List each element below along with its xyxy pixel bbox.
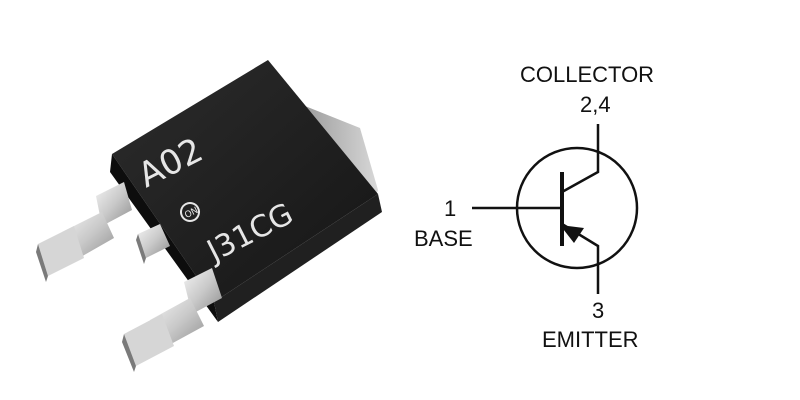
emitter-arrow-icon [560,225,584,243]
npn-transistor-symbol [472,124,639,294]
package-body-top [112,60,378,302]
lead-pin-3 [122,268,222,372]
emitter-pin-number: 3 [592,298,604,323]
lead-pin-1 [36,182,132,282]
collector-lead [561,124,600,194]
transistor-package: A02 ON J31CG [36,60,382,372]
collector-pins: 2,4 [580,92,611,117]
base-pin-number: 1 [444,196,456,221]
collector-label: COLLECTOR [520,62,654,87]
lead-stub-pin [136,224,170,264]
manufacturer-logo-icon [180,202,200,222]
package-body-side-right [214,194,382,322]
emitter-label: EMITTER [542,327,639,352]
base-label: BASE [414,226,473,251]
